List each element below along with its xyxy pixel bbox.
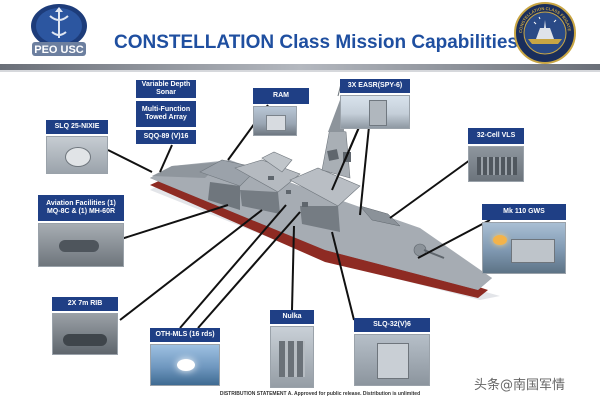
label-rib: 2X 7m RIB <box>52 297 118 311</box>
photo-oth-mls <box>150 344 220 386</box>
photo-rib <box>52 313 118 355</box>
label-vls: 32-Cell VLS <box>468 128 524 144</box>
label-nulka: Nulka <box>270 310 314 324</box>
peo-usc-logo: PEO USC <box>31 4 87 56</box>
photo-aviation <box>38 223 124 267</box>
photo-slq32 <box>354 334 430 386</box>
label-slq32: SLQ-32(V)6 <box>354 318 430 332</box>
header-divider-light <box>0 70 600 72</box>
page-title: CONSTELLATION Class Mission Capabilities <box>114 32 518 53</box>
logo-text: PEO USC <box>34 44 84 56</box>
photo-ram <box>253 106 297 136</box>
label-multifunction-towed-array: Multi-Function Towed Array <box>136 101 196 127</box>
label-sqq89: SQQ-89 (V)16 <box>136 130 196 144</box>
label-mk110: Mk 110 GWS <box>482 204 566 220</box>
photo-nulka <box>270 326 314 388</box>
label-easr: 3X EASR(SPY-6) <box>340 79 410 93</box>
photo-vls <box>468 146 524 182</box>
label-variable-depth-sonar: Variable Depth Sonar <box>136 80 196 98</box>
photo-easr <box>340 95 410 129</box>
distribution-statement: DISTRIBUTION STATEMENT A. Approved for p… <box>219 391 421 397</box>
header-divider <box>0 64 600 70</box>
label-ram: RAM <box>253 88 309 104</box>
photo-slq25 <box>46 136 108 174</box>
constellation-seal: CONSTELLATION CLASS FRIGATE <box>514 2 576 64</box>
label-aviation: Aviation Facilities (1) MQ-8C & (1) MH-6… <box>38 195 124 221</box>
label-slq25: SLQ 25-NIXIE <box>46 120 108 134</box>
watermark: 头条@南国军情 <box>474 378 566 393</box>
photo-mk110 <box>482 222 566 274</box>
label-oth-mls: OTH-MLS (16 rds) <box>150 328 220 342</box>
